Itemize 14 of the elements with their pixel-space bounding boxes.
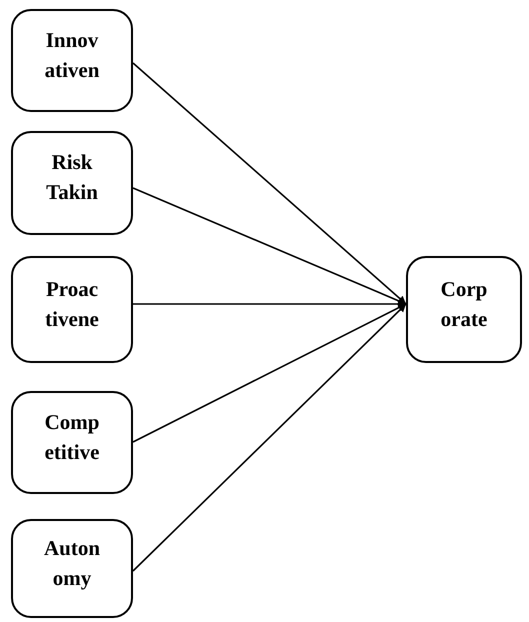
rounded-box: [11, 519, 133, 618]
node-label: Comp etitive: [44, 408, 100, 466]
node-label: Corp orate: [440, 276, 488, 332]
rounded-box: [11, 391, 133, 494]
node-label: Proac tivene: [44, 276, 100, 332]
arrow: [132, 62, 407, 305]
rounded-box: [11, 131, 133, 235]
node-label: Auton omy: [42, 534, 102, 592]
node-label: Innov ativen: [44, 26, 100, 84]
node-label: Risk Takin: [45, 149, 99, 206]
rounded-box: [11, 9, 133, 112]
rounded-box: [11, 256, 133, 363]
arrow: [132, 303, 407, 572]
rounded-box: [406, 256, 522, 363]
